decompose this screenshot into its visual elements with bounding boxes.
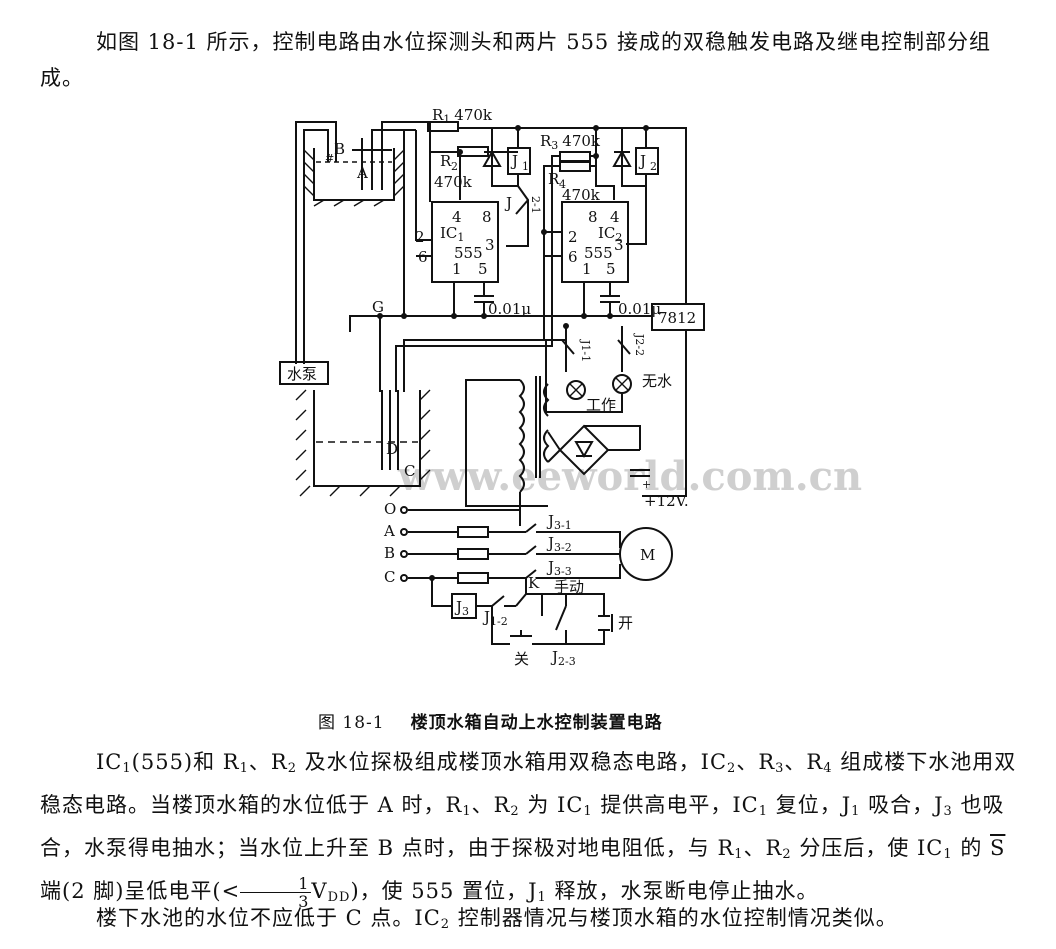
svg-text:IC1: IC1 bbox=[440, 224, 464, 244]
motor bbox=[619, 527, 673, 581]
svg-text:D: D bbox=[386, 440, 398, 458]
svg-text:470k: 470k bbox=[434, 173, 473, 191]
explanation-paragraph: IC1(555)和 R1、R2 及水位探极组成楼顶水箱用双稳态电路，IC2、R3… bbox=[40, 750, 1017, 911]
svg-text:C: C bbox=[404, 462, 415, 480]
svg-text:工作: 工作 bbox=[586, 396, 616, 414]
svg-text:J3-3: J3-3 bbox=[546, 558, 572, 578]
svg-text:3: 3 bbox=[485, 236, 495, 254]
svg-text:A: A bbox=[356, 164, 368, 182]
svg-text:C: C bbox=[384, 568, 395, 586]
svg-text:2: 2 bbox=[568, 228, 578, 246]
pump-box bbox=[279, 361, 329, 385]
svg-text:+: + bbox=[642, 478, 651, 491]
svg-text:1: 1 bbox=[522, 160, 529, 173]
svg-text:IC2: IC2 bbox=[598, 224, 622, 244]
svg-text:J3: J3 bbox=[454, 598, 469, 618]
svg-text:3: 3 bbox=[614, 236, 624, 254]
svg-text:无水: 无水 bbox=[642, 372, 672, 390]
svg-text:A: A bbox=[383, 522, 395, 540]
pump-label: 水泵 bbox=[287, 365, 317, 383]
watermark: www.eeworld.com.cn bbox=[397, 453, 862, 500]
svg-text:4: 4 bbox=[452, 208, 462, 226]
svg-text:M: M bbox=[640, 546, 655, 564]
lower-tank: D C bbox=[295, 389, 431, 497]
svg-text:#: # bbox=[325, 152, 334, 165]
svg-text:开: 开 bbox=[618, 614, 633, 632]
svg-text:J1-2: J1-2 bbox=[482, 608, 508, 628]
intro-paragraph: 如图 18-1 所示，控制电路由水位探测头和两片 555 接成的双稳触发电路及继… bbox=[40, 30, 991, 90]
svg-text:关: 关 bbox=[514, 650, 529, 668]
svg-text:B: B bbox=[384, 544, 395, 562]
svg-text:+12V.: +12V. bbox=[644, 492, 689, 510]
svg-text:2: 2 bbox=[650, 160, 657, 173]
svg-text:R: R bbox=[440, 152, 452, 170]
svg-text:2: 2 bbox=[451, 160, 458, 173]
svg-text:J: J bbox=[638, 152, 646, 170]
svg-text:0.01μ: 0.01μ bbox=[618, 300, 661, 318]
svg-text:8: 8 bbox=[588, 208, 598, 226]
svg-text:2: 2 bbox=[415, 228, 425, 246]
svg-text:2-1: 2-1 bbox=[529, 196, 542, 214]
ic2-chip bbox=[561, 201, 629, 283]
svg-text:J1-1: J1-1 bbox=[579, 339, 592, 362]
svg-text:手动: 手动 bbox=[554, 578, 584, 596]
svg-text:5: 5 bbox=[478, 260, 488, 278]
svg-text:J: J bbox=[504, 194, 512, 212]
svg-text:555: 555 bbox=[584, 244, 613, 262]
svg-text:K: K bbox=[528, 574, 540, 592]
ic1-chip bbox=[431, 201, 499, 283]
svg-text:J2-3: J2-3 bbox=[550, 648, 576, 668]
svg-text:6: 6 bbox=[568, 248, 578, 266]
regulator-7812 bbox=[651, 303, 705, 331]
svg-text:1: 1 bbox=[582, 260, 592, 278]
svg-text:470k: 470k bbox=[562, 186, 601, 204]
svg-text:0.01μ: 0.01μ bbox=[488, 300, 531, 318]
svg-text:4: 4 bbox=[610, 208, 620, 226]
svg-text:J3-1: J3-1 bbox=[546, 512, 572, 532]
svg-text:7812: 7812 bbox=[658, 309, 696, 327]
svg-text:B: B bbox=[334, 140, 345, 158]
svg-text:J: J bbox=[510, 152, 518, 170]
svg-text:O: O bbox=[384, 500, 396, 518]
svg-text:4: 4 bbox=[559, 178, 566, 191]
svg-text:J2-2: J2-2 bbox=[633, 333, 646, 356]
svg-text:8: 8 bbox=[482, 208, 492, 226]
svg-text:555: 555 bbox=[454, 244, 483, 262]
rooftop-tank: B A # bbox=[303, 138, 405, 207]
svg-text:5: 5 bbox=[606, 260, 616, 278]
svg-text:1: 1 bbox=[452, 260, 462, 278]
svg-text:J3-2: J3-2 bbox=[546, 534, 572, 554]
svg-text:G: G bbox=[372, 298, 384, 316]
closing-paragraph: 楼下水池的水位不应低于 C 点。IC2 控制器情况与楼顶水箱的水位控制情况类似。 bbox=[96, 906, 898, 932]
